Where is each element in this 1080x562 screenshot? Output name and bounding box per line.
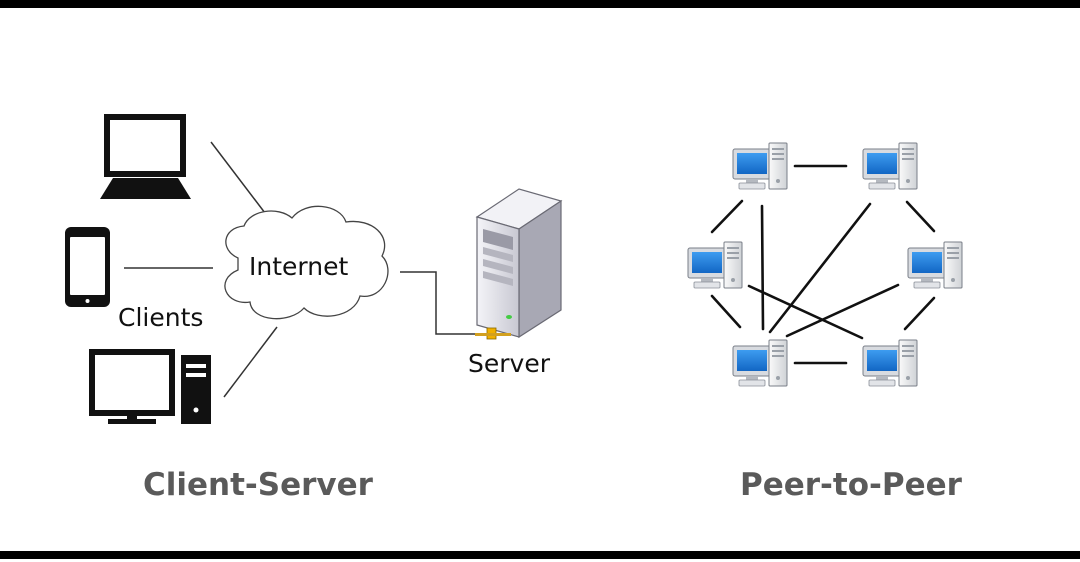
peer-computer-icon [907,241,963,289]
laptop-icon [100,114,191,199]
p2p-link [710,199,744,234]
peer-computer-icon [732,339,788,387]
laptop-link [210,141,266,214]
peer-computer-icon [687,241,743,289]
phone-icon [65,227,110,307]
p2p-link [903,296,936,331]
peer-to-peer-section [687,142,963,387]
client-server-section [65,114,563,424]
cloud-icon [224,205,389,320]
bottom-border [0,551,1080,559]
server-icon [475,188,563,340]
p2p-link [785,283,900,338]
desktop-link [223,326,278,398]
peer-to-peer-caption: Peer-to-Peer [740,467,962,503]
p2p-link [760,204,765,331]
clients-label: Clients [118,303,204,332]
cloud-label: Internet [249,252,349,281]
server-link [400,271,478,335]
p2p-link [747,284,864,340]
peer-computer-icon [862,339,918,387]
top-border [0,0,1080,8]
client-server-caption: Client-Server [143,467,373,503]
peer-computer-icon [732,142,788,190]
desktop-icon [89,349,211,424]
p2p-link [905,200,936,233]
server-label: Server [468,349,550,378]
p2p-link [768,202,872,334]
p2p-link [710,294,742,329]
peer-computer-icon [862,142,918,190]
